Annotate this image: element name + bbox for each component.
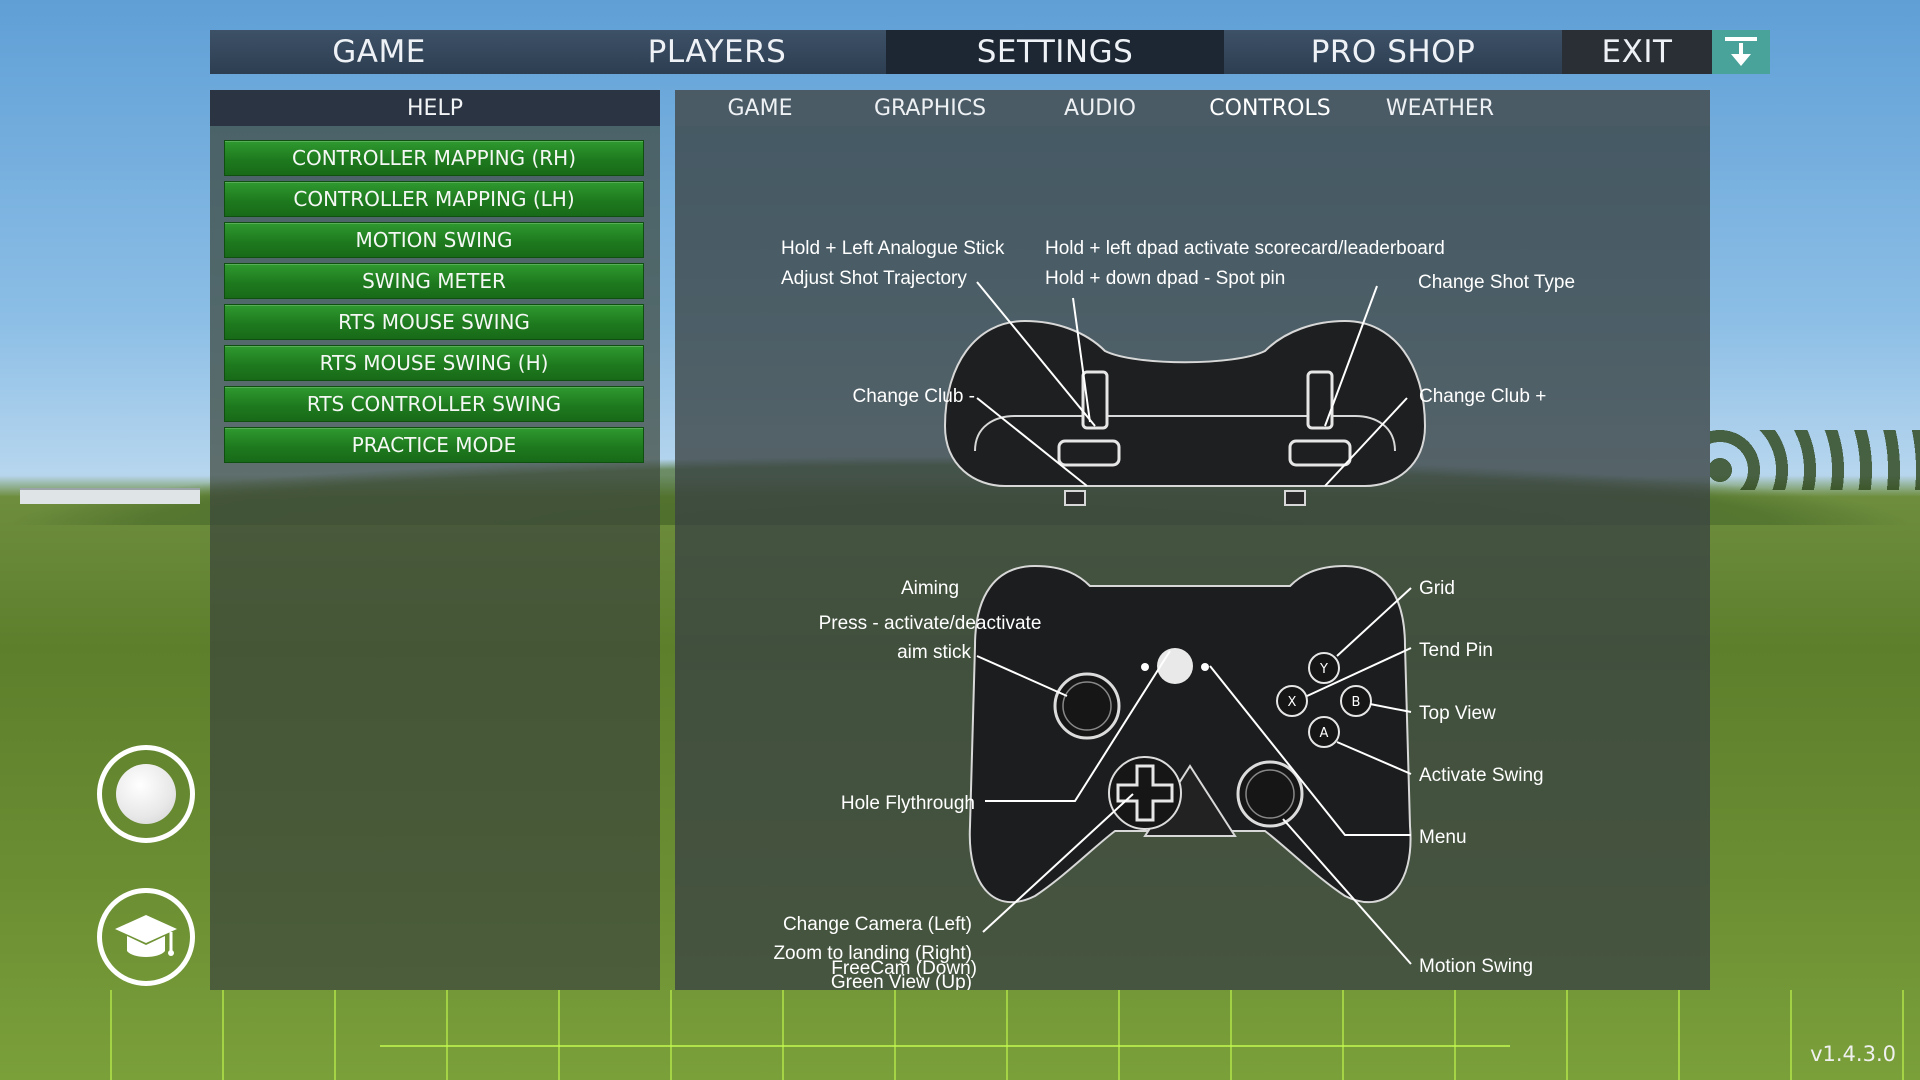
settings-tab-game[interactable]: GAME <box>727 95 793 121</box>
y-button-shape <box>1308 652 1340 684</box>
a-button-shape <box>1308 716 1340 748</box>
tutorial-button[interactable] <box>97 888 195 986</box>
leader-lines <box>976 281 1412 965</box>
help-item-swing-meter[interactable]: SWING METER <box>224 263 644 299</box>
help-item-practice-mode[interactable]: PRACTICE MODE <box>224 427 644 463</box>
settings-panel: GAME GRAPHICS AUDIO CONTROLS WEATHER <box>675 90 1710 990</box>
help-title: HELP <box>210 90 660 126</box>
right-trigger-shape <box>1306 370 1334 430</box>
label-hole-flythrough: Hole Flythrough <box>841 793 975 814</box>
download-icon <box>1725 37 1757 66</box>
download-button[interactable] <box>1712 30 1770 74</box>
label-menu: Menu <box>1419 827 1467 848</box>
label-change-shot-type: Change Shot Type <box>1418 272 1575 293</box>
label-dpad-down-hold: Hold + down dpad - Spot pin <box>1045 268 1285 289</box>
settings-tab-audio[interactable]: AUDIO <box>1064 95 1136 121</box>
label-motion-swing: Motion Swing <box>1419 956 1533 977</box>
x-button-label: X <box>1288 695 1297 710</box>
background-clubhouse <box>20 488 200 504</box>
label-aiming: Aiming <box>901 578 959 599</box>
background-grid <box>0 990 1920 1080</box>
main-nav: GAME PLAYERS SETTINGS PRO SHOP EXIT <box>210 30 1770 74</box>
right-bumper-shape <box>1288 439 1352 467</box>
help-item-controller-mapping-lh[interactable]: CONTROLLER MAPPING (LH) <box>224 181 644 217</box>
controller-diagram: Y X B A Hold + Left Analogue Stick Adjus <box>773 238 1575 990</box>
a-button-label: A <box>1320 726 1329 741</box>
label-aim-stick: aim stick <box>897 642 971 663</box>
background-grid-line <box>380 1045 1510 1047</box>
label-aim-press: Press - activate/deactivate <box>819 613 1042 634</box>
settings-tabs: GAME GRAPHICS AUDIO CONTROLS WEATHER <box>675 90 1710 126</box>
label-left-stick-hold: Hold + Left Analogue Stick <box>781 238 1005 259</box>
help-item-motion-swing[interactable]: MOTION SWING <box>224 222 644 258</box>
home-button-shape <box>1157 648 1193 684</box>
background-trees <box>1710 430 1920 490</box>
b-button-label: B <box>1352 695 1361 710</box>
settings-tab-weather[interactable]: WEATHER <box>1385 95 1495 121</box>
golf-ball-icon <box>116 764 176 824</box>
help-list: CONTROLLER MAPPING (RH) CONTROLLER MAPPI… <box>224 140 644 468</box>
b-button-shape <box>1340 685 1372 717</box>
label-tend-pin: Tend Pin <box>1419 640 1493 661</box>
help-item-rts-mouse-swing[interactable]: RTS MOUSE SWING <box>224 304 644 340</box>
help-item-controller-mapping-rh[interactable]: CONTROLLER MAPPING (RH) <box>224 140 644 176</box>
view-button-shape <box>1141 663 1149 671</box>
nav-tab-game[interactable]: GAME <box>210 30 548 74</box>
label-top-view: Top View <box>1419 703 1496 724</box>
label-activate-swing: Activate Swing <box>1419 765 1544 786</box>
help-panel: HELP CONTROLLER MAPPING (RH) CONTROLLER … <box>210 90 660 990</box>
x-button-shape <box>1276 685 1308 717</box>
left-bumper-shape <box>1057 439 1121 467</box>
label-change-camera: Change Camera (Left) <box>783 914 972 935</box>
label-grid: Grid <box>1419 578 1455 599</box>
label-change-club-minus: Change Club - <box>852 386 975 407</box>
left-stick-shape <box>1053 672 1121 740</box>
nav-tab-settings[interactable]: SETTINGS <box>886 30 1224 74</box>
golf-ball-button[interactable] <box>97 745 195 843</box>
settings-tab-controls[interactable]: CONTROLS <box>1209 95 1331 121</box>
label-freecam: FreeCam (Down) <box>831 958 977 979</box>
menu-button-shape <box>1201 663 1209 671</box>
nav-tab-pro-shop[interactable]: PRO SHOP <box>1224 30 1562 74</box>
help-item-rts-mouse-swing-h[interactable]: RTS MOUSE SWING (H) <box>224 345 644 381</box>
nav-tab-exit[interactable]: EXIT <box>1562 30 1712 74</box>
dpad-shape <box>1116 764 1174 822</box>
right-stick-shape <box>1236 760 1304 828</box>
label-green-view: Green View (Up) <box>831 972 972 990</box>
version-label: v1.4.3.0 <box>1810 1042 1896 1066</box>
help-item-rts-controller-swing[interactable]: RTS CONTROLLER SWING <box>224 386 644 422</box>
nav-tab-players[interactable]: PLAYERS <box>548 30 886 74</box>
label-dpad-left-hold: Hold + left dpad activate scorecard/lead… <box>1045 238 1445 259</box>
label-change-club-plus: Change Club + <box>1419 386 1546 407</box>
settings-tab-graphics[interactable]: GRAPHICS <box>873 95 987 121</box>
graduation-cap-icon <box>115 915 177 957</box>
label-zoom-to-landing: Zoom to landing (Right) <box>773 943 972 964</box>
y-button-label: Y <box>1319 662 1328 677</box>
label-adjust-shot-trajectory: Adjust Shot Trajectory <box>781 268 967 289</box>
